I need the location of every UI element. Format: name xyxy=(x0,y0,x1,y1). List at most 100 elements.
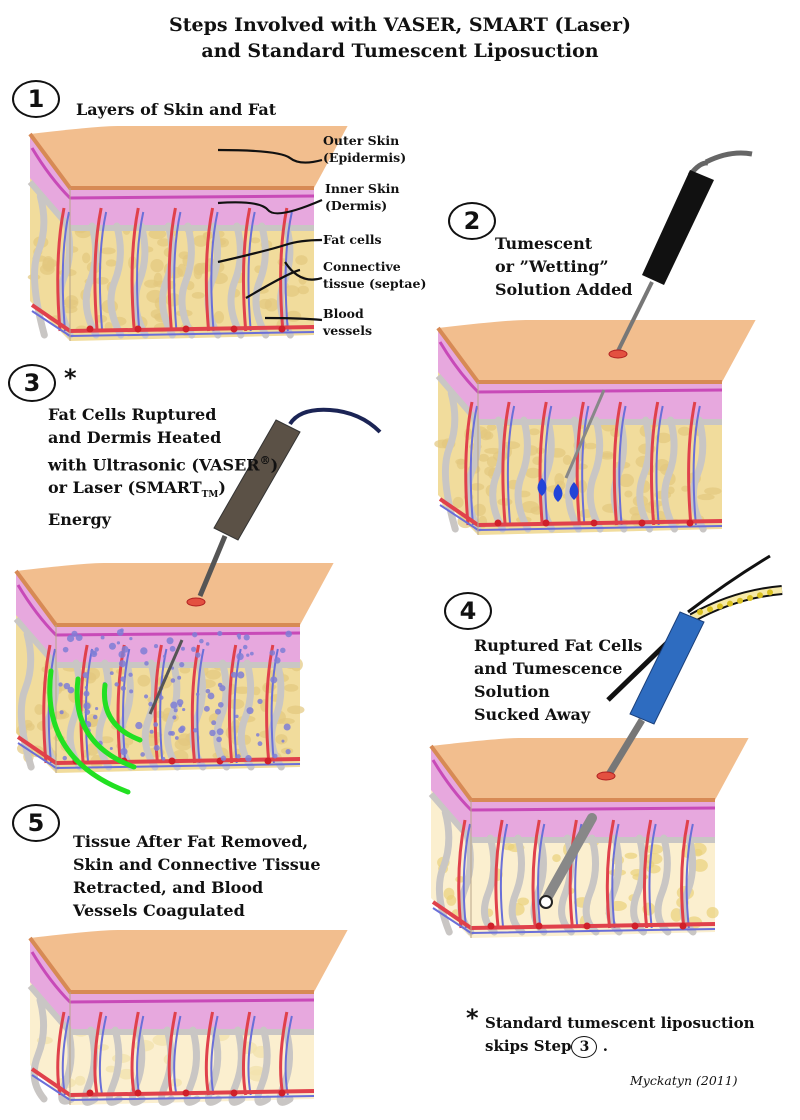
cable xyxy=(704,150,753,165)
fat-cell xyxy=(618,473,635,488)
ruptured-fat-particle xyxy=(214,708,221,715)
vessel-blue xyxy=(196,648,205,764)
vessel-red xyxy=(687,401,697,526)
vessel-red xyxy=(568,819,578,929)
vessel-red xyxy=(575,401,585,526)
cannula-shaft xyxy=(605,718,645,778)
fat-cell xyxy=(562,454,572,465)
ruptured-fat-particle xyxy=(230,671,237,678)
fat-cell xyxy=(150,258,164,273)
tube xyxy=(687,554,771,614)
step-2-caption: Tumescent or ”Wetting” Solution Added xyxy=(495,234,633,299)
fat-cell xyxy=(264,298,279,312)
septum xyxy=(128,1026,146,1106)
ruptured-fat-particle xyxy=(168,731,173,736)
ruptured-fat-particle xyxy=(242,644,248,650)
ruptured-fat-particle xyxy=(158,695,164,700)
fat-cell xyxy=(148,228,167,240)
step-1-number: 1 xyxy=(12,80,60,118)
fat-cell xyxy=(472,503,486,517)
cannula-handle xyxy=(629,611,705,725)
ruptured-fat-particle xyxy=(236,652,244,661)
vessel-red xyxy=(167,1011,177,1096)
fat-cell xyxy=(692,858,708,872)
fat-cell xyxy=(34,704,44,715)
vessel-red xyxy=(42,644,52,764)
fat-cell xyxy=(74,1075,86,1086)
fat-cell xyxy=(456,458,466,470)
fat-cell xyxy=(97,1044,109,1051)
ruptured-fat-particle xyxy=(84,685,88,690)
ruptured-fat-particle xyxy=(140,647,148,655)
septum xyxy=(464,412,482,533)
vessel-red xyxy=(93,207,103,332)
ruptured-fat-particle xyxy=(174,736,179,740)
vessel-blue xyxy=(136,211,145,332)
vessel-red xyxy=(279,1011,289,1096)
ruptured-fat-particle xyxy=(217,630,223,637)
ruptured-fat-particle xyxy=(83,702,91,710)
ruptured-fat-particle xyxy=(281,739,285,743)
fat-in-tube xyxy=(707,606,713,613)
tissue-block-suction xyxy=(428,738,749,938)
fat-cell xyxy=(704,487,722,495)
septum xyxy=(30,996,48,1103)
label-blood-vessels: Blood vessels xyxy=(323,306,373,338)
fat-cell xyxy=(648,500,664,507)
fat-cell xyxy=(287,705,305,715)
vessel-dot xyxy=(86,1089,94,1097)
tissue-block-tumescent xyxy=(434,320,756,535)
ruptured-fat-particle xyxy=(170,678,176,683)
vessel-blue xyxy=(98,211,108,332)
ruptured-fat-particle xyxy=(128,672,133,677)
vessel-blue xyxy=(210,211,219,332)
ruptured-fat-particle xyxy=(153,744,160,751)
ruptured-fat-particle xyxy=(235,714,239,719)
vessel-red xyxy=(464,401,474,526)
ruptured-fat-particle xyxy=(216,736,222,743)
syringe-handle xyxy=(642,170,714,285)
fat-cell xyxy=(64,295,79,309)
septum xyxy=(508,834,526,936)
vessel-blue xyxy=(655,405,664,526)
septum xyxy=(228,1026,246,1106)
fat-cell xyxy=(295,255,308,266)
fat-cell xyxy=(502,842,515,851)
fat-cell xyxy=(443,887,455,900)
vessel-dot xyxy=(182,1089,190,1097)
septum xyxy=(276,1026,294,1106)
fat-cell xyxy=(624,852,638,859)
fat-cell xyxy=(82,252,91,264)
vessel-red xyxy=(79,644,89,764)
ruptured-fat-particle xyxy=(237,671,245,679)
ruptured-fat-particle xyxy=(62,755,67,761)
ruptured-fat-particle xyxy=(166,637,174,645)
septum xyxy=(183,1026,201,1106)
cannula-tip xyxy=(541,813,597,905)
ruptured-fat-particle xyxy=(173,708,178,713)
ruptured-fat-particle xyxy=(236,633,242,638)
ruptured-fat-particle xyxy=(135,721,143,730)
vessel-dot xyxy=(134,1089,142,1097)
ruptured-fat-particle xyxy=(205,688,211,694)
vessel-blue xyxy=(247,211,256,332)
fat-in-tube xyxy=(717,603,723,610)
fat-cell xyxy=(205,669,222,680)
energy-wave xyxy=(101,682,143,743)
label-pointer xyxy=(217,148,323,164)
ruptured-fat-particle xyxy=(95,707,99,711)
probe-handle xyxy=(213,419,301,541)
footnote-asterisk: * xyxy=(466,1004,479,1032)
ruptured-fat-particle xyxy=(207,692,215,700)
fat-cell xyxy=(100,247,116,255)
fluid-droplet xyxy=(569,482,579,500)
fat-cell xyxy=(525,467,541,479)
fat-cell xyxy=(105,259,117,267)
ruptured-fat-particle xyxy=(116,641,121,645)
fat-cell xyxy=(297,285,309,295)
fat-cell xyxy=(25,723,35,731)
vessel-red xyxy=(501,401,511,526)
septum xyxy=(81,1026,99,1106)
vessel-dot xyxy=(542,519,550,527)
